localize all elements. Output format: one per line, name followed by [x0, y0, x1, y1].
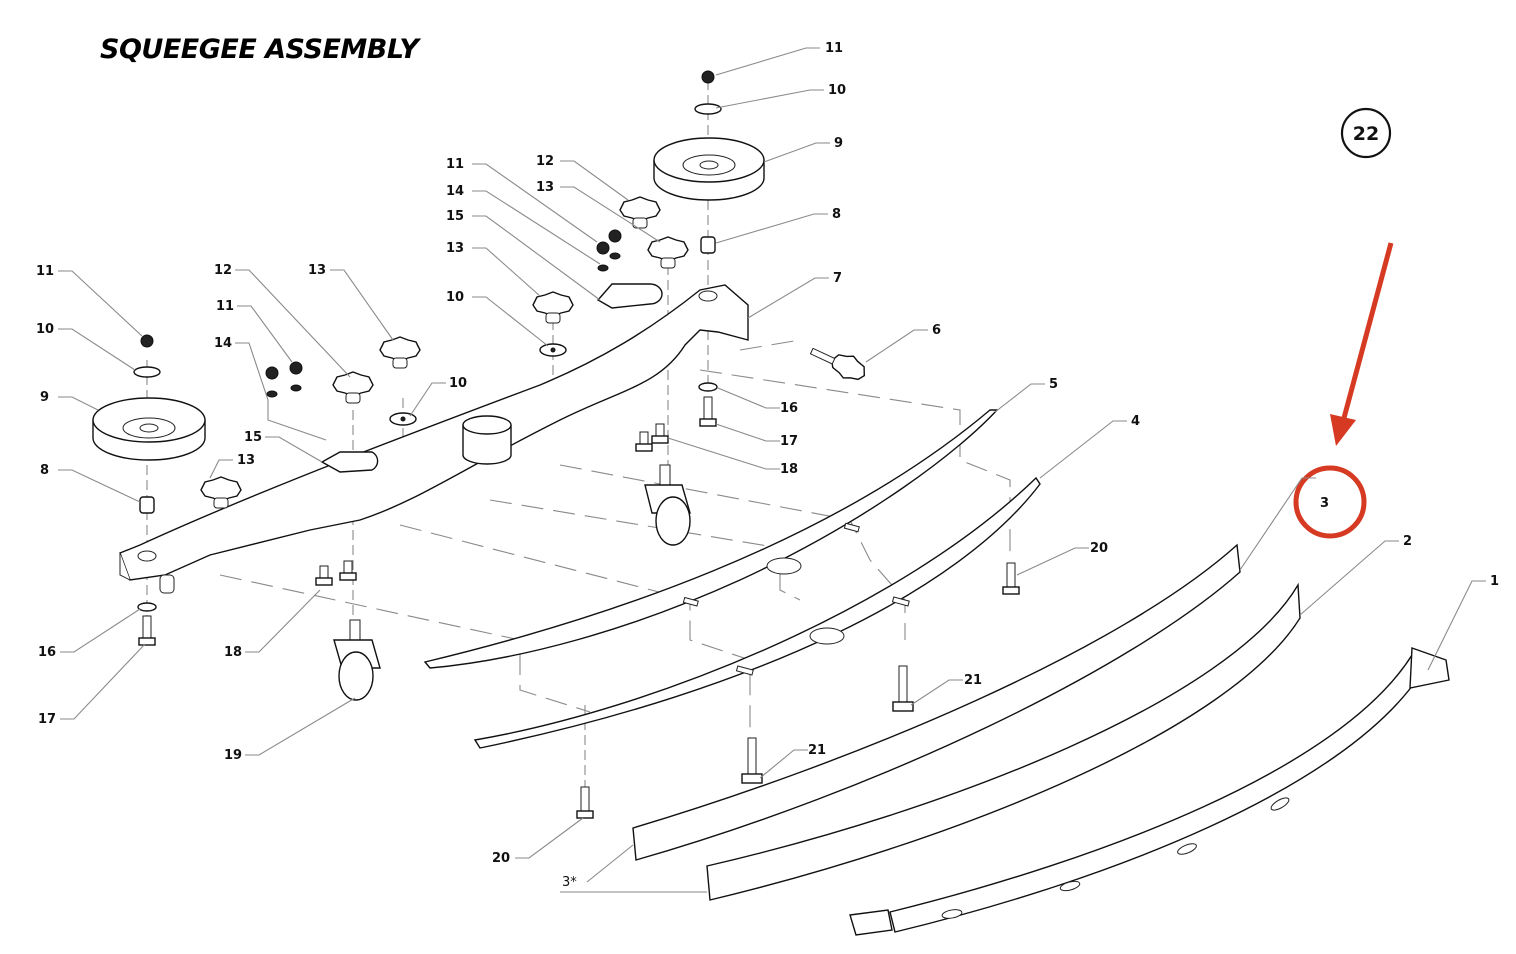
part-label-21: 21 — [964, 673, 982, 688]
part-label-13: 13 — [446, 241, 464, 256]
red-highlight-circle — [1293, 465, 1367, 539]
part-label-3-star: 3* — [562, 875, 577, 890]
part-label-12: 12 — [214, 263, 232, 278]
part-label-20: 20 — [492, 851, 510, 866]
assembly-guides — [146, 80, 1011, 790]
left-wheel-assembly — [92, 334, 206, 646]
part-label-12: 12 — [536, 154, 554, 169]
part-label-15: 15 — [446, 209, 464, 224]
red-arrow-shaft — [1341, 242, 1394, 419]
part-label-8: 8 — [832, 207, 841, 222]
part-label-10: 10 — [828, 83, 846, 98]
part-label-11: 11 — [825, 41, 843, 56]
hinge-plates — [320, 283, 663, 473]
part-1-strip — [849, 647, 1450, 936]
part-4-frame-plate — [473, 476, 1041, 749]
part-label-2: 2 — [1403, 534, 1412, 549]
red-arrow-head — [1330, 414, 1356, 446]
part-label-11: 11 — [446, 157, 464, 172]
part-label-13: 13 — [237, 453, 255, 468]
part-label-11: 11 — [216, 299, 234, 314]
part-label-10: 10 — [446, 290, 464, 305]
leader-lines — [58, 47, 1486, 893]
part-label-14: 14 — [214, 336, 232, 351]
part-label-19: 19 — [224, 748, 242, 763]
part-label-10: 10 — [36, 322, 54, 337]
nuts-and-washers — [265, 229, 622, 426]
part-label-16: 16 — [38, 645, 56, 660]
part-label-18: 18 — [224, 645, 242, 660]
diagram-title: SQUEEGEE ASSEMBLY — [100, 34, 419, 65]
part-label-15: 15 — [244, 430, 262, 445]
figure-number-callout: 22 — [1340, 107, 1392, 159]
knobs — [200, 196, 866, 509]
part-label-10: 10 — [449, 376, 467, 391]
part-3-blade — [632, 543, 1241, 861]
part-label-7: 7 — [833, 271, 842, 286]
part-label-3: 3 — [1320, 496, 1329, 511]
part-2-blade — [706, 582, 1301, 901]
part-label-13: 13 — [308, 263, 326, 278]
part-5-upper-plate — [423, 409, 999, 669]
right-wheel-assembly — [653, 70, 765, 427]
part-label-11: 11 — [36, 264, 54, 279]
part-label-4: 4 — [1131, 414, 1140, 429]
part-label-20: 20 — [1090, 541, 1108, 556]
bolts — [315, 423, 1020, 819]
part-label-18: 18 — [780, 462, 798, 477]
part-label-8: 8 — [40, 463, 49, 478]
part-label-5: 5 — [1049, 377, 1058, 392]
part-labels: 11 10 9 8 7 6 5 4 3 2 1 3* 20 21 21 20 1… — [36, 41, 1499, 890]
part-label-17: 17 — [780, 434, 798, 449]
part-label-17: 17 — [38, 712, 56, 727]
part-label-1: 1 — [1490, 574, 1499, 589]
part-label-14: 14 — [446, 184, 464, 199]
part-label-9: 9 — [834, 136, 843, 151]
figure-number: 22 — [1353, 123, 1379, 145]
highlight-annotation — [1293, 242, 1394, 539]
part-label-16: 16 — [780, 401, 798, 416]
part-label-21: 21 — [808, 743, 826, 758]
part-label-6: 6 — [932, 323, 941, 338]
squeegee-frame — [119, 284, 749, 594]
part-label-9: 9 — [40, 390, 49, 405]
casters — [333, 464, 691, 701]
part-label-13: 13 — [536, 180, 554, 195]
